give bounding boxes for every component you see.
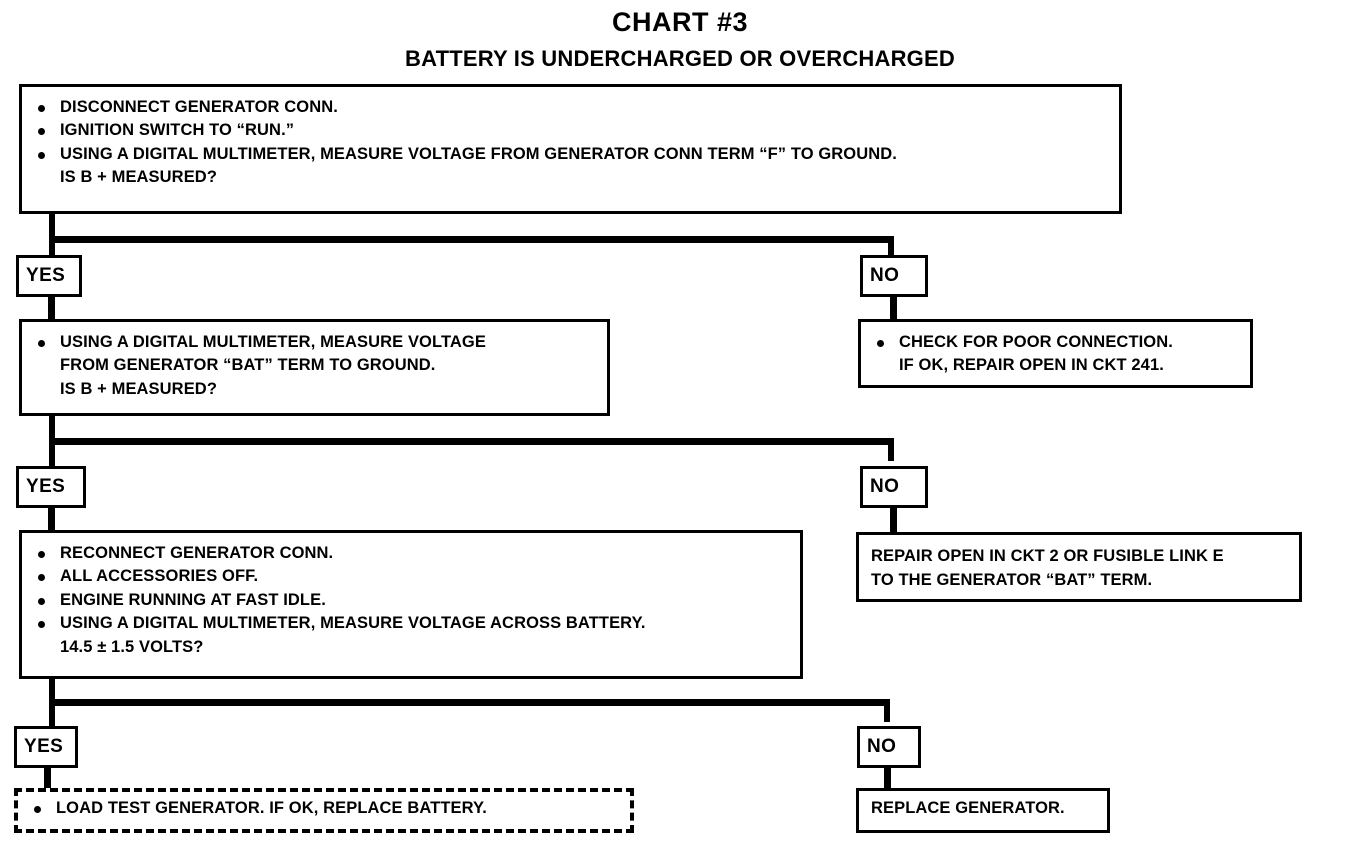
list-item: DISCONNECT GENERATOR CONN. xyxy=(30,96,1109,119)
decision-yes-2: YES xyxy=(16,466,86,508)
step1-bullet-list: DISCONNECT GENERATOR CONN. IGNITION SWIT… xyxy=(30,96,1109,190)
decision-label: YES xyxy=(24,736,64,757)
list-item: CHECK FOR POOR CONNECTION. IF OK, REPAIR… xyxy=(869,331,1240,378)
list-item: ALL ACCESSORIES OFF. xyxy=(30,565,790,588)
step1-no-bullet-list: CHECK FOR POOR CONNECTION. IF OK, REPAIR… xyxy=(869,331,1240,378)
connector-yes2-down xyxy=(48,506,55,532)
decision-yes-1: YES xyxy=(16,255,82,297)
connector-no1-down xyxy=(890,295,897,321)
step3-no-text: REPLACE GENERATOR. xyxy=(871,799,1065,817)
connector-row3-horizontal xyxy=(49,699,889,706)
connector-row2-horizontal xyxy=(49,438,894,445)
step2-bullet-list: USING A DIGITAL MULTIMETER, MEASURE VOLT… xyxy=(30,331,597,401)
list-item: USING A DIGITAL MULTIMETER, MEASURE VOLT… xyxy=(30,143,1109,190)
connector-row1-horizontal xyxy=(49,236,894,243)
list-item: IGNITION SWITCH TO “RUN.” xyxy=(30,119,1109,142)
decision-yes-3: YES xyxy=(14,726,78,768)
step2-box: USING A DIGITAL MULTIMETER, MEASURE VOLT… xyxy=(19,319,610,416)
decision-label: NO xyxy=(870,265,900,286)
page-subtitle: BATTERY IS UNDERCHARGED OR OVERCHARGED xyxy=(405,46,955,71)
list-item: RECONNECT GENERATOR CONN. xyxy=(30,542,790,565)
decision-no-2: NO xyxy=(860,466,928,508)
list-item: ENGINE RUNNING AT FAST IDLE. xyxy=(30,589,790,612)
page-title: CHART #3 xyxy=(611,7,749,37)
connector-yes3-down xyxy=(44,766,51,790)
step3-box: RECONNECT GENERATOR CONN. ALL ACCESSORIE… xyxy=(19,530,803,679)
decision-no-3: NO xyxy=(857,726,921,768)
step3-bullet-list: RECONNECT GENERATOR CONN. ALL ACCESSORIE… xyxy=(30,542,790,659)
decision-label: YES xyxy=(26,476,66,497)
connector-yes1-down xyxy=(48,295,55,321)
step2-no-text: REPAIR OPEN IN CKT 2 OR FUSIBLE LINK E T… xyxy=(871,547,1224,589)
step1-box: DISCONNECT GENERATOR CONN. IGNITION SWIT… xyxy=(19,84,1122,214)
list-item: USING A DIGITAL MULTIMETER, MEASURE VOLT… xyxy=(30,612,790,659)
connector-no3-down xyxy=(884,766,891,790)
decision-label: YES xyxy=(26,265,66,286)
list-item: USING A DIGITAL MULTIMETER, MEASURE VOLT… xyxy=(30,331,597,401)
connector-row3-to-no xyxy=(884,699,890,722)
decision-label: NO xyxy=(870,476,900,497)
decision-label: NO xyxy=(867,736,897,757)
step3-no-box: REPLACE GENERATOR. xyxy=(856,788,1110,833)
decision-no-1: NO xyxy=(860,255,928,297)
list-item: LOAD TEST GENERATOR. IF OK, REPLACE BATT… xyxy=(26,797,620,820)
step3-yes-box: LOAD TEST GENERATOR. IF OK, REPLACE BATT… xyxy=(14,788,634,833)
step1-no-box: CHECK FOR POOR CONNECTION. IF OK, REPAIR… xyxy=(858,319,1253,388)
step3-yes-bullet-list: LOAD TEST GENERATOR. IF OK, REPLACE BATT… xyxy=(26,797,620,820)
connector-no2-down xyxy=(890,506,897,532)
connector-row2-to-no xyxy=(888,438,894,461)
step2-no-box: REPAIR OPEN IN CKT 2 OR FUSIBLE LINK E T… xyxy=(856,532,1302,602)
connector-row1-to-no xyxy=(888,236,894,258)
